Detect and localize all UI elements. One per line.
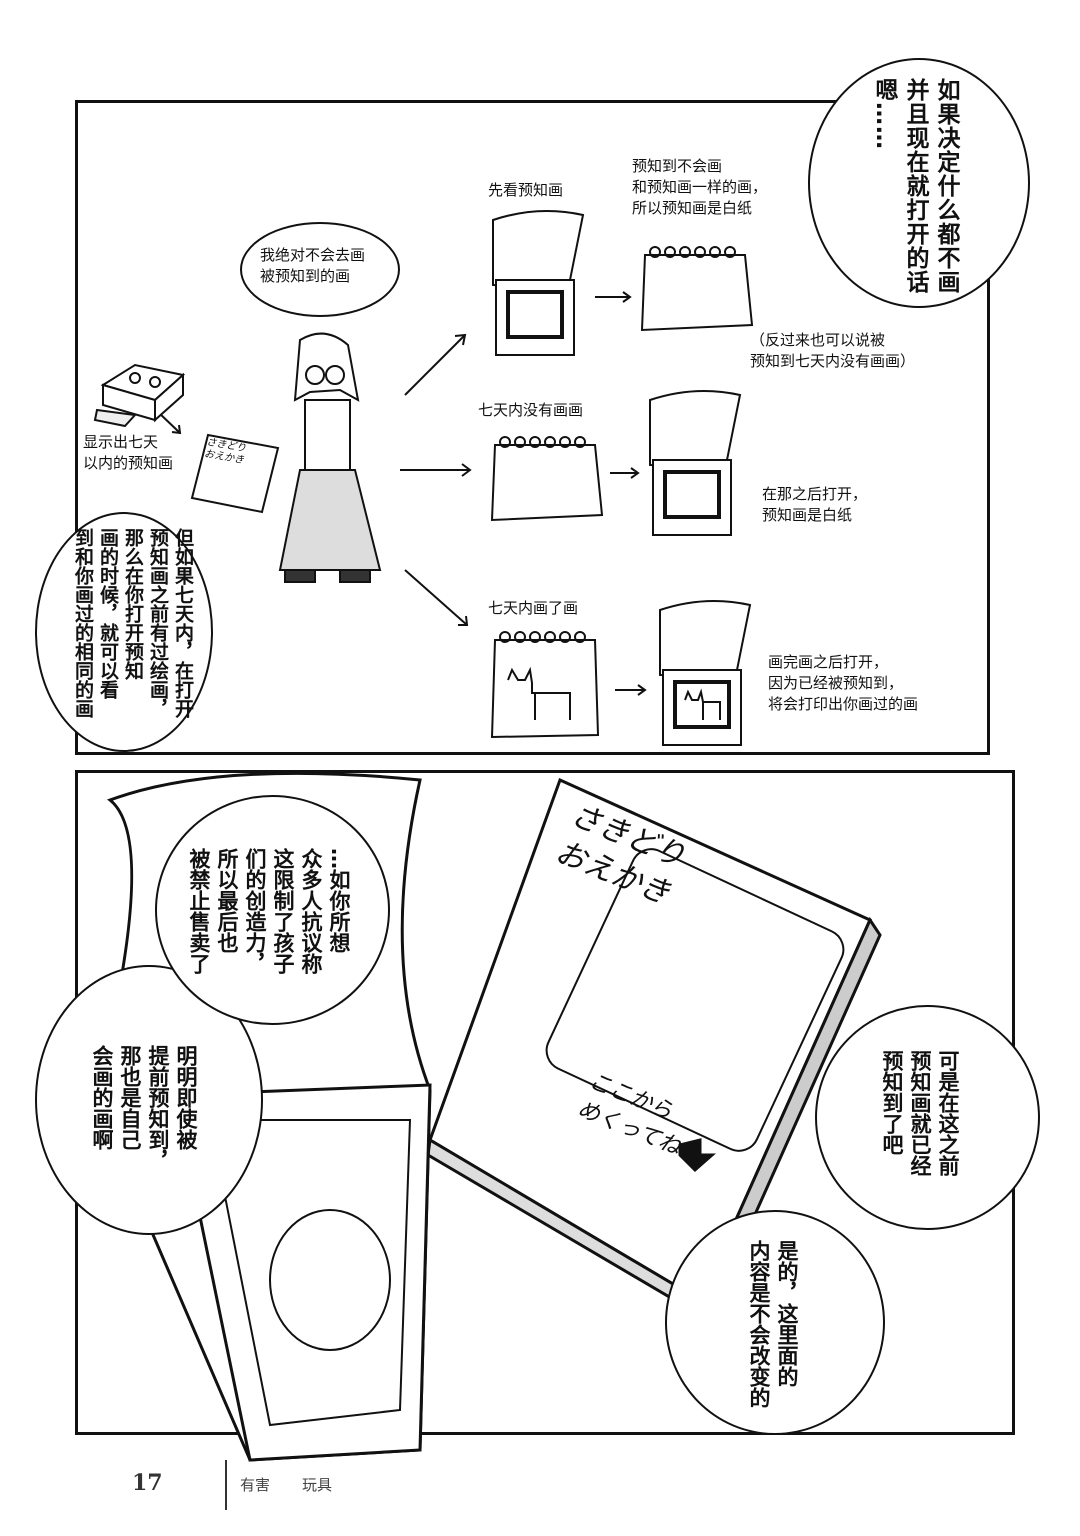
branch-1-title: 先看预知画 — [488, 181, 564, 199]
speech-bubble-thinking — [808, 58, 1030, 308]
speech-bubble-complaint-text: 明明即使被 提前预知到， 那也是自己 会画的画啊 — [88, 1045, 200, 1171]
result-line: 所以预知画是白纸 — [632, 199, 753, 217]
bubble-column: 被禁止售卖了 — [187, 848, 211, 974]
bubble-column: 到和你画过的相同的画 — [72, 528, 94, 718]
footer-title-end: 玩具 — [302, 1476, 333, 1494]
branch-2-result: 在那之后打开， 预知画是白纸 — [762, 484, 867, 526]
speech-bubble-answer-text: 是的，这里面的 内容是不会改变的 — [745, 1240, 801, 1408]
bubble-column: 嗯…… — [871, 78, 897, 150]
bubble-column: 众多人抗议称 — [299, 848, 323, 974]
speech-bubble-question-text: 可是在这之前 预知画就已经 预知到了吧 — [878, 1050, 962, 1176]
branch-3-result: 画完画之后打开， 因为已经被预知到， 将会打印出你画过的画 — [768, 652, 918, 715]
open-notebook-drawing — [492, 210, 585, 356]
result-line: 和预知画一样的画， — [632, 178, 768, 196]
bubble-column: 如果决定什么都不画 — [933, 78, 959, 294]
bubble-column: 那么在你打开预知 — [122, 528, 144, 680]
caption-line: 显示出七天 — [83, 433, 159, 451]
bubble-column: 内容是不会改变的 — [747, 1240, 771, 1408]
result-line: 将会打印出你画过的画 — [768, 695, 919, 713]
bubble-column: 所以最后也 — [215, 848, 239, 953]
result-line: 在那之后打开， — [762, 485, 868, 503]
bubble-column: 可是在这之前 — [936, 1050, 960, 1176]
flow-arrows — [157, 291, 647, 696]
speech-bubble-character — [240, 222, 400, 317]
character-drawing — [278, 332, 382, 583]
bubble-line: 被预知到的画 — [260, 267, 351, 285]
note-line: （反过来也可以说被 — [750, 331, 886, 349]
result-line: 预知到不会画 — [632, 157, 723, 175]
bubble-column: 们的创造力， — [243, 848, 267, 974]
speech-bubble-explanation — [35, 512, 213, 752]
caption-line: 以内的预知画 — [83, 454, 174, 472]
spiral-notebook-drawing — [490, 436, 604, 522]
bubble-line: 我绝对不会去画 — [260, 246, 366, 264]
notebook-drawing — [190, 433, 280, 514]
open-notebook-drawing — [649, 390, 742, 536]
bubble-column: 是的，这里面的 — [775, 1240, 799, 1387]
printer-device-drawing — [93, 363, 186, 428]
result-line: 预知画是白纸 — [762, 506, 853, 524]
bubble-column: 明明即使被 — [174, 1045, 198, 1150]
speech-bubble-explanation-text: 但如果七天内，在打开 预知画之前有过绘画， 那么在你打开预知 画的时候，就可以看… — [70, 528, 195, 718]
speech-bubble-protest — [155, 795, 390, 1025]
bubble-column: 会画的画啊 — [90, 1045, 114, 1150]
footer-title-start: 有害 — [240, 1476, 271, 1494]
branch-2-title: 七天内没有画画 — [478, 401, 584, 419]
bubble-column: 提前预知到， — [146, 1045, 170, 1171]
note-line: 预知到七天内没有画画） — [750, 352, 916, 370]
cat-drawing-notebook — [490, 631, 600, 739]
footer-title: 有害 玩具 — [240, 1474, 332, 1495]
bubble-column: 这限制了孩子 — [271, 848, 295, 974]
spiral-notebook-drawing — [640, 246, 754, 332]
page-number: 17 — [132, 1470, 163, 1496]
bubble-column: 预知画之前有过绘画， — [147, 528, 169, 718]
speech-bubble-answer — [665, 1210, 885, 1435]
speech-bubble-thinking-text: 如果决定什么都不画 并且现在就打开的话 嗯…… — [868, 78, 961, 294]
result-line: 因为已经被预知到， — [768, 674, 904, 692]
bubble-column: …如你所想 — [327, 848, 351, 953]
speech-bubble-question — [815, 1005, 1040, 1230]
branch-3-title: 七天内画了画 — [488, 599, 579, 617]
footer-divider — [225, 1460, 227, 1510]
speech-bubble-character-text: 我绝对不会去画 被预知到的画 — [260, 245, 365, 287]
result-line: 画完画之后打开， — [768, 653, 889, 671]
bubble-column: 但如果七天内，在打开 — [172, 528, 194, 718]
bubble-column: 那也是自己 — [118, 1045, 142, 1150]
bubble-column: 预知到了吧 — [880, 1050, 904, 1155]
caption-device: 显示出七天 以内的预知画 — [83, 432, 173, 474]
branch-1-result: 预知到不会画 和预知画一样的画， 所以预知画是白纸 — [632, 156, 767, 219]
open-notebook-cat-drawing — [659, 600, 752, 746]
bubble-column: 并且现在就打开的话 — [902, 78, 928, 294]
bubble-column: 画的时候，就可以看 — [97, 528, 119, 699]
speech-bubble-protest-text: …如你所想 众多人抗议称 这限制了孩子 们的创造力， 所以最后也 被禁止售卖了 — [185, 848, 353, 974]
branch-1-note: （反过来也可以说被 预知到七天内没有画画） — [750, 330, 915, 372]
bubble-column: 预知画就已经 — [908, 1050, 932, 1176]
